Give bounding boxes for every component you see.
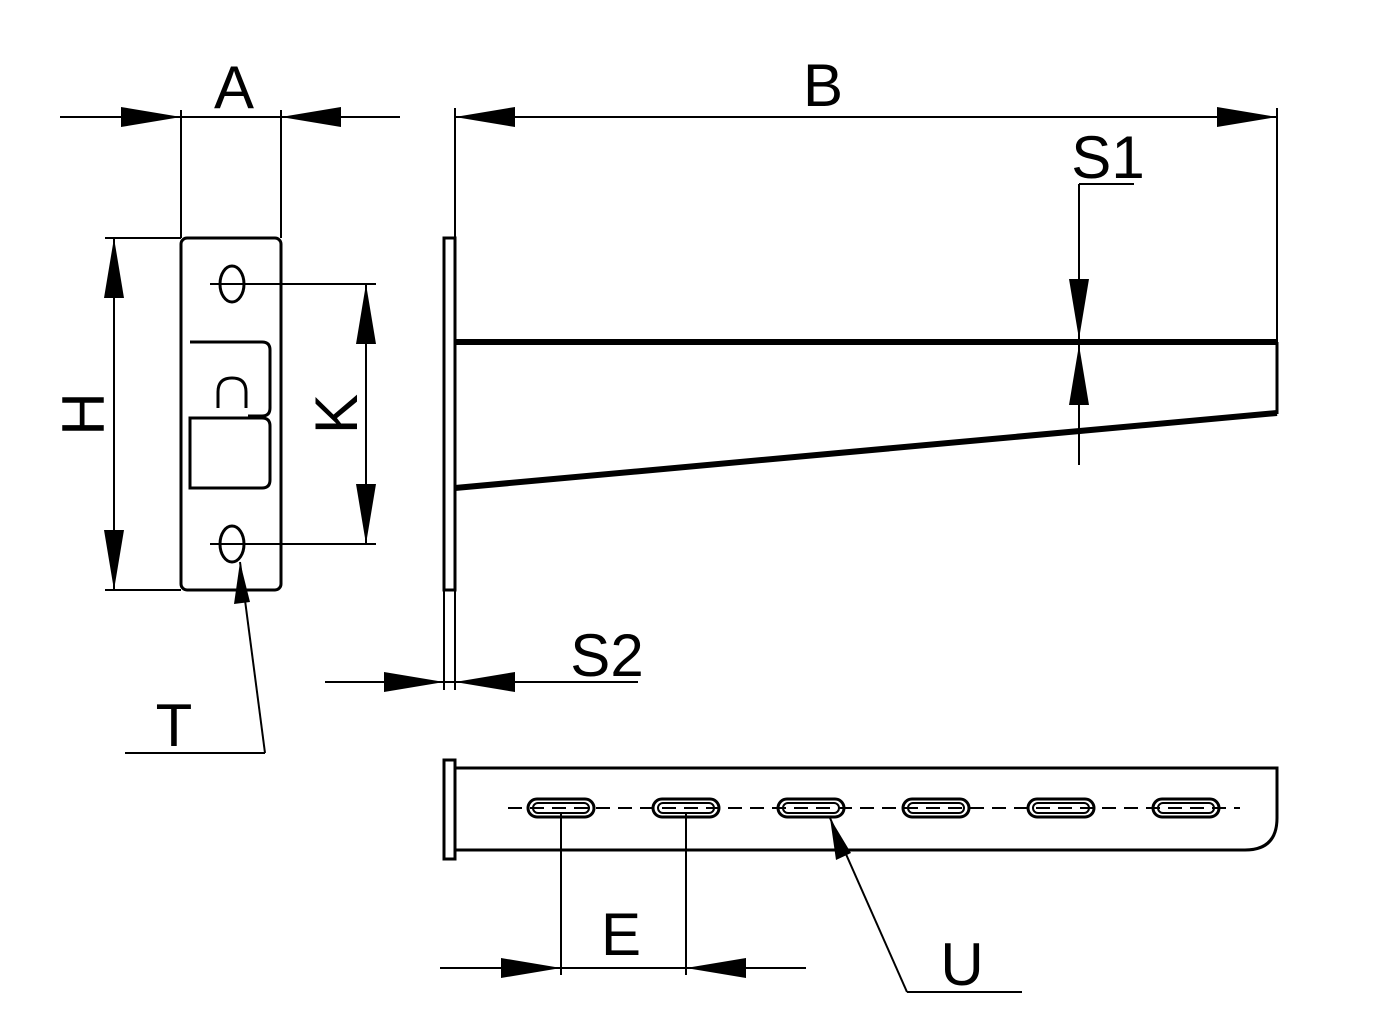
slot-hole bbox=[776, 797, 846, 819]
label-t: T bbox=[156, 692, 193, 759]
slot-hole bbox=[1026, 797, 1096, 819]
slot-hole-inner bbox=[782, 802, 840, 814]
label-h: H bbox=[50, 392, 117, 435]
label-a: A bbox=[214, 54, 254, 121]
slot-hole-inner bbox=[1157, 802, 1215, 814]
dimension-a: A bbox=[60, 54, 400, 238]
dimension-k: K bbox=[254, 283, 376, 545]
leader-t: T bbox=[125, 561, 266, 759]
hook-detail bbox=[188, 340, 272, 490]
label-b: B bbox=[803, 52, 843, 119]
slot-hole bbox=[901, 797, 971, 819]
slot-hole bbox=[1151, 797, 1221, 819]
slot-hole-inner bbox=[1032, 802, 1090, 814]
bottom-mounting-hole bbox=[210, 524, 254, 564]
dimension-h: H bbox=[50, 237, 181, 591]
label-u: U bbox=[940, 931, 983, 998]
top-mounting-hole bbox=[210, 264, 254, 304]
side-view: B S1 S2 bbox=[325, 52, 1279, 692]
dimension-s2: S2 bbox=[325, 622, 644, 692]
label-k: K bbox=[303, 394, 370, 434]
top-view-arm-outline bbox=[455, 766, 1279, 852]
top-view: E U bbox=[440, 758, 1279, 998]
dimension-s1: S1 bbox=[1069, 124, 1145, 465]
base-plate-outline bbox=[179, 236, 283, 592]
dimension-b: B bbox=[454, 52, 1278, 342]
slot-hole-inner bbox=[907, 802, 965, 814]
label-s1: S1 bbox=[1071, 124, 1144, 191]
wall-plate-section bbox=[442, 236, 457, 592]
leader-u: U bbox=[829, 817, 1022, 998]
dimension-e: E bbox=[440, 812, 806, 978]
label-s2: S2 bbox=[570, 622, 643, 689]
label-e: E bbox=[601, 901, 641, 968]
arm-bottom-edge bbox=[454, 410, 1278, 491]
top-view-end-plate bbox=[442, 758, 457, 861]
front-view: A H K T bbox=[50, 54, 400, 759]
